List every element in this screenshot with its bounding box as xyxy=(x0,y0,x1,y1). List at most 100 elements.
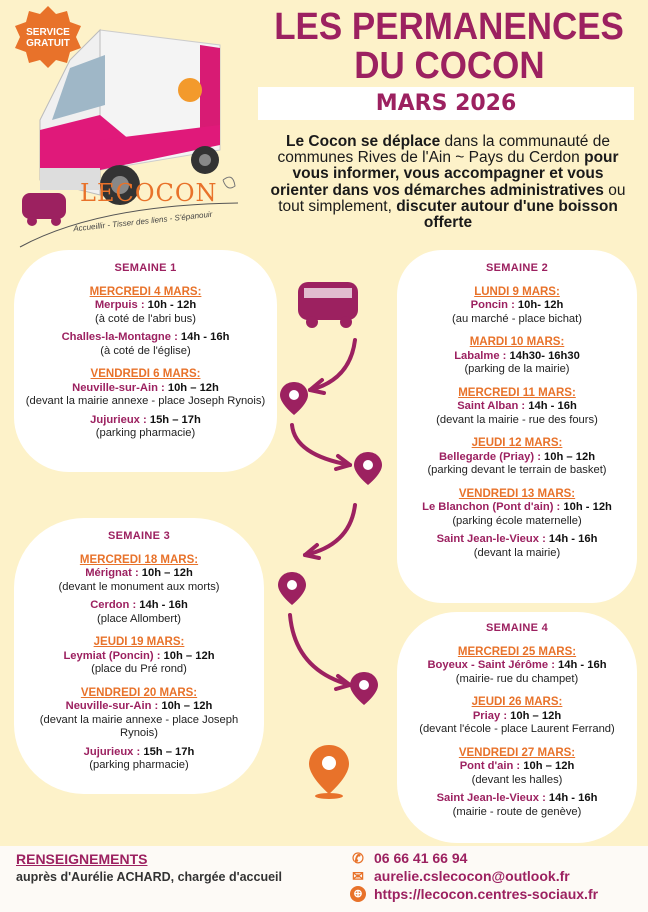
phone-icon: ✆ xyxy=(352,850,364,866)
van-photo xyxy=(39,28,221,205)
stop-place: Mérignat : xyxy=(85,567,139,579)
title-line2-text: DU COCON xyxy=(353,45,545,87)
stop-place: Jujurieux : xyxy=(90,413,147,426)
mail-icon: ✉ xyxy=(352,868,364,884)
stop-time: 14h - 16h xyxy=(525,400,577,412)
day-heading: LUNDI 9 MARS: xyxy=(474,285,560,298)
stop-time: 10h – 12h xyxy=(164,381,219,394)
month-banner: MARS 2026 xyxy=(258,87,634,120)
stop-note: (devant l'école - place Laurent Ferrand) xyxy=(419,723,615,735)
stop-place: Challes-la-Montagne : xyxy=(61,331,178,343)
stop-note: (parking pharmacie) xyxy=(95,427,196,439)
stop-time: 10h – 12h xyxy=(507,709,562,722)
stop-time: 14h - 16h xyxy=(545,792,598,804)
day-heading: VENDREDI 20 MARS: xyxy=(80,686,198,699)
stop-time: 10h - 12h xyxy=(560,501,612,513)
stop-place: Bellegarde (Priay) : xyxy=(438,450,541,463)
stop-place: Pont d'ain : xyxy=(459,760,521,772)
stop-time: 10h – 12h xyxy=(540,450,596,463)
stop-time: 10h – 12h xyxy=(160,649,215,662)
stop-item: Bellegarde (Priay) : 10h – 12h xyxy=(397,451,637,465)
email-link[interactable]: aurelie.cslecocon@outlook.fr xyxy=(374,868,570,884)
stop-time: 10h – 12h xyxy=(158,700,213,712)
stop-note: (devant le monument aux morts) xyxy=(58,580,220,593)
stop-note: (au marché - place bichat) xyxy=(452,312,582,325)
stop-place: Boyeux - Saint Jérôme : xyxy=(427,659,555,671)
info-heading: RENSEIGNEMENTS xyxy=(16,851,148,867)
intro-text: Le Cocon se déplace dans la communauté d… xyxy=(266,133,630,232)
phone-number[interactable]: 06 66 41 66 94 xyxy=(374,850,468,866)
stop-note: (devant les halles) xyxy=(471,773,563,786)
stop-item: Jujurieux : 15h – 17h xyxy=(22,414,269,428)
globe-icon: ⊕ xyxy=(350,886,366,902)
stop-place: Poncin : xyxy=(470,299,515,311)
stop-item: Saint Alban : 14h - 16h xyxy=(397,400,637,414)
stop-item: Pont d'ain : 10h – 12h xyxy=(397,760,637,774)
stop-place: Cerdon : xyxy=(90,599,137,611)
stop-item: Jujurieux : 15h – 17h xyxy=(24,746,254,760)
day-heading: MERCREDI 18 MARS: xyxy=(79,553,199,566)
stop-time: 15h – 17h xyxy=(146,413,201,426)
route-arrows xyxy=(288,338,357,691)
day-heading: VENDREDI 6 MARS: xyxy=(90,368,201,380)
logo-bus-icon xyxy=(19,176,239,248)
stop-item: Cerdon : 14h - 16h xyxy=(24,599,254,613)
stop-note: (mairie - route de genève) xyxy=(452,805,582,818)
week-title: SEMAINE 1 xyxy=(114,262,177,274)
stop-item: Mérignat : 10h – 12h xyxy=(24,567,254,581)
stop-note: (parking de la mairie) xyxy=(464,363,570,375)
stop-place: Neuville-sur-Ain : xyxy=(65,700,159,712)
stop-item: Leymiat (Poncin) : 10h – 12h xyxy=(24,650,254,664)
stop-note: (mairie- rue du champet) xyxy=(455,672,579,685)
stop-time: 10h – 12h xyxy=(520,760,575,772)
stop-time: 14h - 16h xyxy=(177,331,230,343)
stop-item: Neuville-sur-Ain : 10h – 12h xyxy=(24,700,254,714)
stop-time: 10h- 12h xyxy=(514,299,564,311)
stop-note: (devant la mairie annexe - place Joseph … xyxy=(25,395,266,407)
day-heading: MERCREDI 25 MARS: xyxy=(457,645,577,658)
stop-place: Labalme : xyxy=(454,349,507,362)
stop-item: Saint Jean-le-Vieux : 14h - 16h xyxy=(397,533,637,547)
stop-note: (devant la mairie - rue des fours) xyxy=(436,413,598,426)
day-heading: VENDREDI 13 MARS: xyxy=(458,487,576,500)
stop-note: (à coté de l'abri bus) xyxy=(94,312,196,325)
day-heading: JEUDI 12 MARS: xyxy=(471,437,563,449)
intro-bold-3: discuter autour d'une boisson offerte xyxy=(396,197,618,232)
title-line1: LES PERMANENCES xyxy=(250,8,648,46)
intro-text-1: dans la communauté de communes Rives de … xyxy=(277,133,610,167)
day-heading: MERCREDI 11 MARS: xyxy=(458,386,576,399)
stop-time: 14h - 16h xyxy=(136,599,188,611)
stop-note: (place du Pré rond) xyxy=(91,663,187,675)
title-line1-text: LES PERMANENCES xyxy=(274,6,624,48)
week-title: SEMAINE 4 xyxy=(486,622,548,634)
week-title: SEMAINE 2 xyxy=(486,262,548,274)
stop-place: Saint Jean-le-Vieux : xyxy=(436,792,546,804)
stop-time: 14h30- 16h30 xyxy=(506,349,580,362)
stop-place: Jujurieux : xyxy=(83,745,141,758)
stop-item: Boyeux - Saint Jérôme : 14h - 16h xyxy=(397,659,637,673)
map-pin-icons xyxy=(278,382,382,705)
intro-bold-2: pour vous informer, vous accompagner et … xyxy=(270,149,619,199)
stop-item: Le Blanchon (Pont d'ain) : 10h - 12h xyxy=(397,501,637,515)
stop-time: 10h – 12h xyxy=(138,567,193,579)
final-pin-icon xyxy=(309,745,349,799)
week-4-card: SEMAINE 4 MERCREDI 25 MARS:Boyeux - Saint… xyxy=(397,612,637,843)
stop-note: (parking pharmacie) xyxy=(89,759,189,771)
day-heading: MARDI 10 MARS: xyxy=(469,336,565,348)
badge-star-shape xyxy=(15,6,81,68)
stop-place: Leymiat (Poncin) : xyxy=(63,649,161,662)
website-link[interactable]: https://lecocon.centres-sociaux.fr xyxy=(374,886,599,902)
intro-text-2: ou tout simplement, xyxy=(278,181,626,215)
day-heading: MERCREDI 4 MARS: xyxy=(89,285,202,298)
stop-place: Saint Alban : xyxy=(457,400,526,412)
route-graphic xyxy=(278,282,382,799)
stop-time: 14h - 16h xyxy=(545,533,598,545)
stop-item: Challes-la-Montagne : 14h - 16h xyxy=(22,331,269,345)
stop-item: Priay : 10h – 12h xyxy=(397,710,637,724)
stop-place: Merpuis : xyxy=(94,299,145,311)
day-heading: JEUDI 19 MARS: xyxy=(93,636,185,648)
bus-icon xyxy=(298,282,358,328)
